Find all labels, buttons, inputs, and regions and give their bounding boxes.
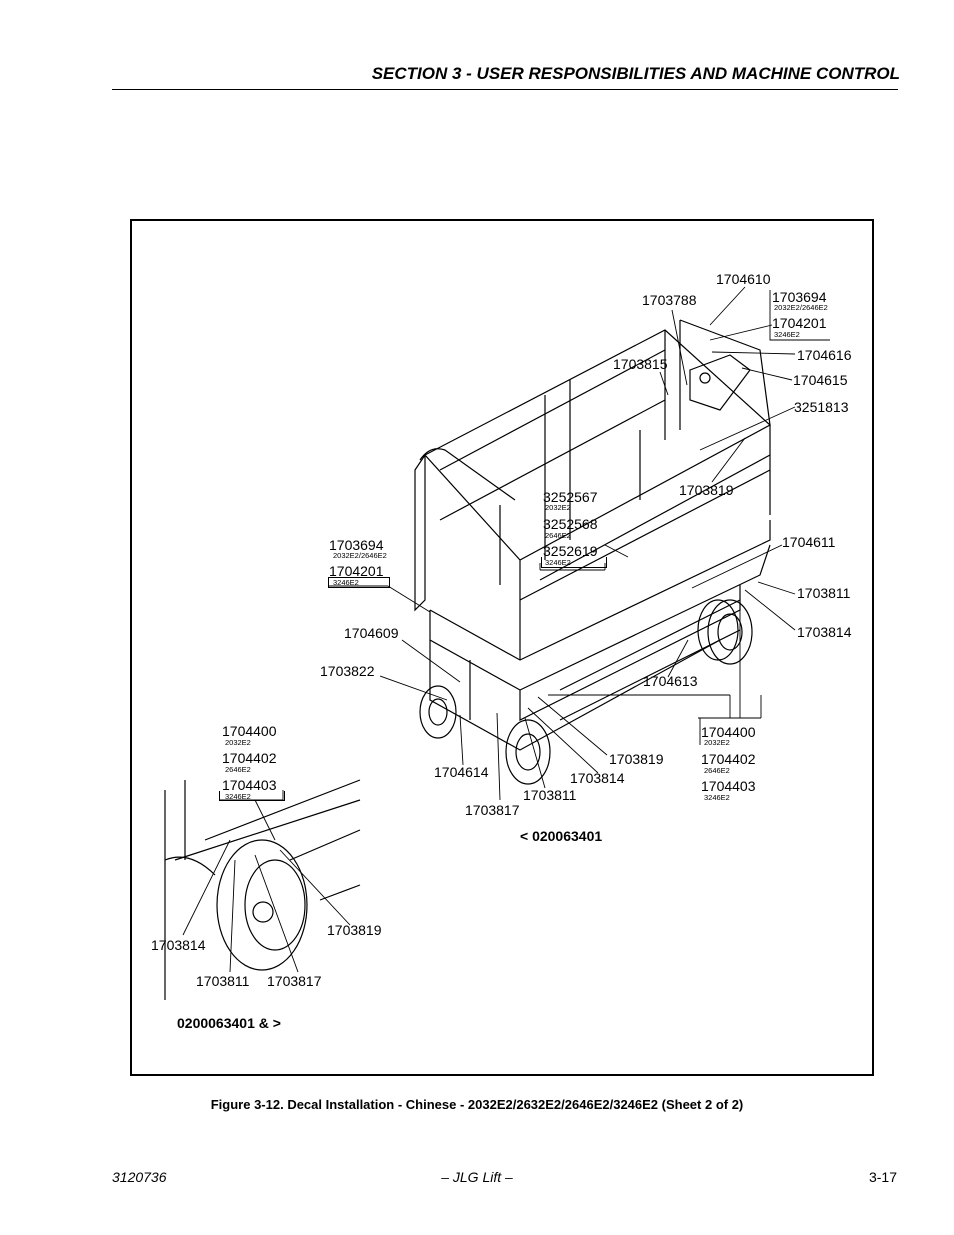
callout-sublabel: 2032E2/2646E2 [774, 303, 828, 312]
callout-sublabel: 2032E2 [545, 503, 571, 512]
callout-label: 1703817 [267, 973, 322, 989]
callout-sublabel: 2646E2 [545, 531, 571, 540]
callout-label: 3252568 [543, 516, 598, 532]
callout-sublabel: 3246E2 [225, 792, 251, 801]
callout-label: 1704201 [329, 563, 384, 579]
figure-frame [130, 219, 874, 1076]
callout-label: 1703694 [329, 537, 384, 553]
callout-label: 1703814 [797, 624, 852, 640]
callout-label: 1703819 [679, 482, 734, 498]
label-box [328, 577, 390, 588]
leader-lines [182, 286, 796, 973]
callout-label: 3252619 [543, 543, 598, 559]
label-box [219, 791, 285, 801]
footer-publication: – JLG Lift – [441, 1169, 513, 1185]
callout-label: 1704609 [344, 625, 399, 641]
callout-sublabel: 3246E2 [545, 558, 571, 567]
callout-label: 1704201 [772, 315, 827, 331]
callout-label: 1704402 [701, 751, 756, 767]
callout-label: 1703819 [609, 751, 664, 767]
callout-label: 1703811 [797, 585, 851, 601]
serial-range-lower: 0200063401 & > [177, 1015, 281, 1031]
callout-label: 1704610 [716, 271, 771, 287]
platform-railing [414, 319, 772, 660]
callout-label: 1704615 [793, 372, 848, 388]
header-rule [112, 89, 898, 90]
callout-label: 1704400 [222, 723, 277, 739]
label-box [541, 557, 607, 568]
callout-label: 1703815 [613, 356, 668, 372]
callout-label: 1704613 [643, 673, 698, 689]
callout-label: 1704403 [701, 778, 756, 794]
callout-label: 1703819 [327, 922, 382, 938]
callout-sublabel: 3246E2 [333, 578, 359, 587]
figure-caption: Figure 3-12. Decal Installation - Chines… [210, 1097, 744, 1112]
callout-sublabel: 3246E2 [704, 793, 730, 802]
callout-label: 1703811 [196, 973, 250, 989]
callout-label: 3251813 [794, 399, 849, 415]
callout-label: 1703811 [523, 787, 577, 803]
inset-detail [164, 779, 361, 1000]
callout-label: 1704403 [222, 777, 277, 793]
callout-label: 1703694 [772, 289, 827, 305]
control-box [689, 354, 751, 411]
callout-label: 1703814 [570, 770, 625, 786]
callout-sublabel: 2032E2 [225, 738, 251, 747]
callout-label: 1704616 [797, 347, 852, 363]
footer-doc-number: 3120736 [112, 1169, 167, 1185]
callout-label: 1703817 [465, 802, 520, 818]
callout-sublabel: 2646E2 [704, 766, 730, 775]
callout-label: 1703788 [642, 292, 697, 308]
callout-sublabel: 2032E2 [704, 738, 730, 747]
wheels [419, 599, 753, 785]
section-title: SECTION 3 - USER RESPONSIBILITIES AND MA… [371, 64, 900, 83]
callout-label: 1704614 [434, 764, 489, 780]
callout-label: 3252567 [543, 489, 598, 505]
callout-label: 1703822 [320, 663, 375, 679]
callout-sublabel: 2032E2/2646E2 [333, 551, 387, 560]
callout-label: 1703814 [151, 937, 206, 953]
callout-sublabel: 3246E2 [774, 330, 800, 339]
chassis [429, 520, 771, 751]
callout-sublabel: 2646E2 [225, 765, 251, 774]
callout-label: 1704400 [701, 724, 756, 740]
label-brackets [699, 290, 830, 745]
callout-label: 1704402 [222, 750, 277, 766]
callout-label: 1704611 [782, 534, 836, 550]
serial-range-upper: < 020063401 [520, 828, 603, 844]
footer-page-number: 3-17 [868, 1169, 897, 1185]
